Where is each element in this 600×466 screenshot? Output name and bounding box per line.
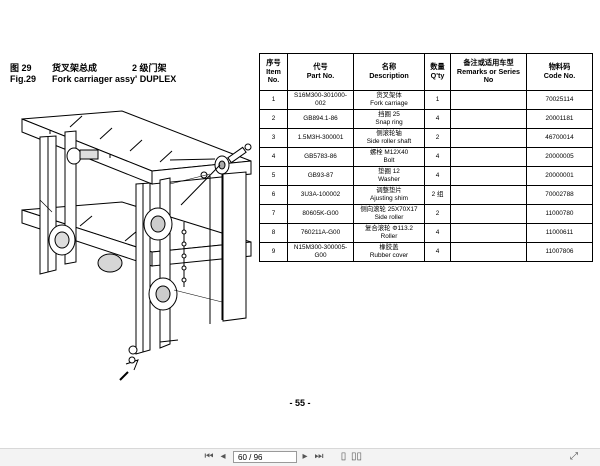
cell-code: 70025114 bbox=[526, 90, 593, 110]
exploded-parts bbox=[169, 143, 252, 206]
pdf-viewer-toolbar: ⏮ ◂ 60 / 96 ▸ ⏭ ▯ ▯▯ ⤢ bbox=[0, 448, 600, 466]
page-number-input[interactable]: 60 / 96 bbox=[233, 451, 297, 463]
cell-code: 20001181 bbox=[526, 109, 593, 129]
cell-remarks bbox=[450, 204, 527, 224]
first-page-icon[interactable]: ⏮ bbox=[204, 451, 214, 462]
cell-code: 46700014 bbox=[526, 128, 593, 148]
page-number: - 55 - bbox=[289, 398, 311, 408]
cell-code: 70002788 bbox=[526, 185, 593, 205]
cell-part-no: S16M300-301000-002 bbox=[287, 90, 354, 110]
cell-part-no: 3U3A-100002 bbox=[287, 185, 354, 205]
cell-item: 3 bbox=[259, 128, 288, 148]
cell-qty: 2 bbox=[424, 204, 451, 224]
cell-part-no: 80605K-G00 bbox=[287, 204, 354, 224]
figure-name-zh: 货叉架总成 bbox=[52, 63, 98, 73]
cell-qty: 1 bbox=[424, 90, 451, 110]
cell-qty: 2 组 bbox=[424, 185, 451, 205]
next-page-icon[interactable]: ▸ bbox=[302, 451, 308, 462]
cell-item: 2 bbox=[259, 109, 288, 129]
catalog-page: 图 29 货叉架总成 2 级门架 Fig.29 Fork carriager assy… bbox=[10, 53, 593, 408]
cell-code: 11000611 bbox=[526, 223, 593, 243]
fullscreen-icon[interactable]: ⤢ bbox=[570, 451, 578, 462]
cell-remarks bbox=[450, 109, 527, 129]
cell-remarks bbox=[450, 147, 527, 167]
cell-item: 9 bbox=[259, 242, 288, 262]
cell-remarks bbox=[450, 128, 527, 148]
cell-item: 6 bbox=[259, 185, 288, 205]
figure-title-en: Fig.29 Fork carriager assy' DUPLEX bbox=[10, 74, 176, 84]
cell-part-no: GB894.1-86 bbox=[287, 109, 354, 129]
single-page-view-icon[interactable]: ▯ bbox=[340, 451, 347, 462]
bolt-stack bbox=[119, 222, 187, 381]
cell-code: 11000780 bbox=[526, 204, 593, 224]
cell-remarks bbox=[450, 185, 527, 205]
cell-item: 4 bbox=[259, 147, 288, 167]
leader-lines bbox=[39, 173, 223, 303]
cell-item: 7 bbox=[259, 204, 288, 224]
cell-item: 8 bbox=[259, 223, 288, 243]
previous-page-icon[interactable]: ◂ bbox=[220, 451, 226, 462]
cell-remarks bbox=[450, 242, 527, 262]
cell-qty: 4 bbox=[424, 109, 451, 129]
cell-qty: 4 bbox=[424, 242, 451, 262]
cell-item: 1 bbox=[259, 90, 288, 110]
cell-item: 5 bbox=[259, 166, 288, 186]
cell-qty: 2 bbox=[424, 128, 451, 148]
figure-title-zh: 图 29 货叉架总成 2 级门架 bbox=[10, 61, 167, 74]
figure-name-en: Fork carriager assy' DUPLEX bbox=[52, 74, 177, 84]
cell-remarks bbox=[450, 223, 527, 243]
figure-type-zh: 2 级门架 bbox=[132, 63, 167, 73]
cell-code: 20000001 bbox=[526, 166, 593, 186]
fork-carriage-drawing bbox=[21, 110, 252, 381]
cell-part-no: GB5783-86 bbox=[287, 147, 354, 167]
figure-number-en: Fig.29 bbox=[10, 74, 37, 84]
cell-code: 11007806 bbox=[526, 242, 593, 262]
cell-part-no: 760211A-G00 bbox=[287, 223, 354, 243]
cell-remarks bbox=[450, 90, 527, 110]
cell-part-no: GB93-87 bbox=[287, 166, 354, 186]
cell-remarks bbox=[450, 166, 527, 186]
two-page-view-icon[interactable]: ▯▯ bbox=[351, 451, 363, 462]
cell-qty: 4 bbox=[424, 147, 451, 167]
cell-code: 20000005 bbox=[526, 147, 593, 167]
figure-number-zh: 图 29 bbox=[10, 63, 32, 73]
carriage-rollers bbox=[48, 147, 178, 311]
last-page-icon[interactable]: ⏭ bbox=[314, 451, 324, 462]
cell-part-no: 1.5M3H-300001 bbox=[287, 128, 354, 148]
cell-qty: 4 bbox=[424, 223, 451, 243]
cell-qty: 4 bbox=[424, 166, 451, 186]
cell-part-no: N15M300-300005-G00 bbox=[287, 242, 354, 262]
